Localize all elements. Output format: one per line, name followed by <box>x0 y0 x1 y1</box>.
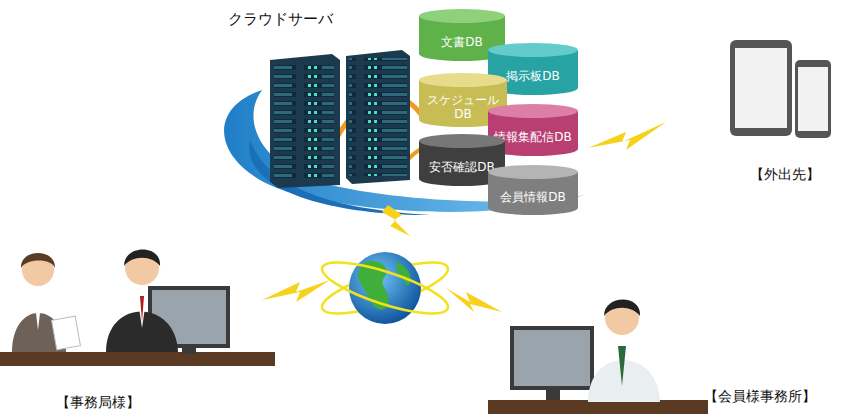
server-rack <box>270 50 410 188</box>
heading-label: クラウドサーバ <box>228 10 333 29</box>
office-staff <box>0 250 275 367</box>
member-office <box>488 300 708 415</box>
place-label: 【会員様事務所】 <box>704 388 816 406</box>
globe <box>317 252 452 324</box>
database-label: 会員情報DB <box>487 190 579 204</box>
mobile-devices <box>730 40 831 138</box>
place-label: 【外出先】 <box>750 166 820 184</box>
place-label: 【事務局様】 <box>56 394 140 412</box>
wireless-bolt <box>262 122 666 312</box>
database: 会員情報DB <box>487 164 579 216</box>
